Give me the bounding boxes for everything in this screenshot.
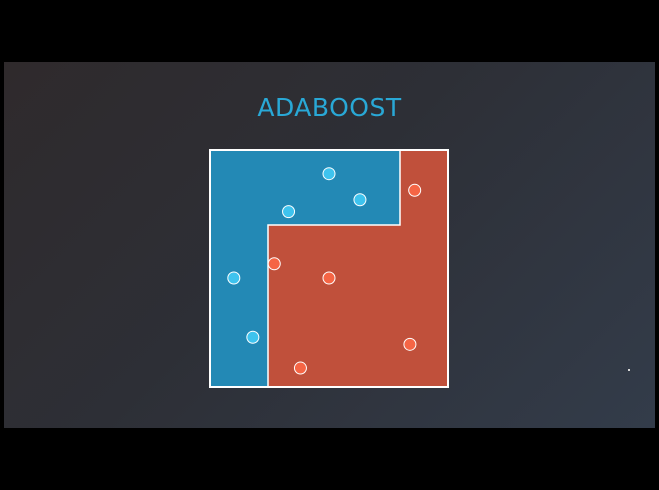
red-point xyxy=(408,183,422,197)
blue-point xyxy=(353,193,367,207)
blue-point xyxy=(246,330,260,344)
blue-point xyxy=(282,205,296,219)
cursor-dot xyxy=(628,369,630,371)
blue-point xyxy=(322,167,336,181)
blue-point xyxy=(227,271,241,285)
red-point xyxy=(403,337,417,351)
red-point xyxy=(267,257,281,271)
red-region xyxy=(268,150,448,387)
data-points xyxy=(227,167,422,375)
diagram-border xyxy=(209,149,449,388)
red-point xyxy=(293,361,307,375)
red-point xyxy=(322,271,336,285)
slide-title: ADABOOST xyxy=(257,93,402,122)
region-boundary xyxy=(267,150,401,387)
